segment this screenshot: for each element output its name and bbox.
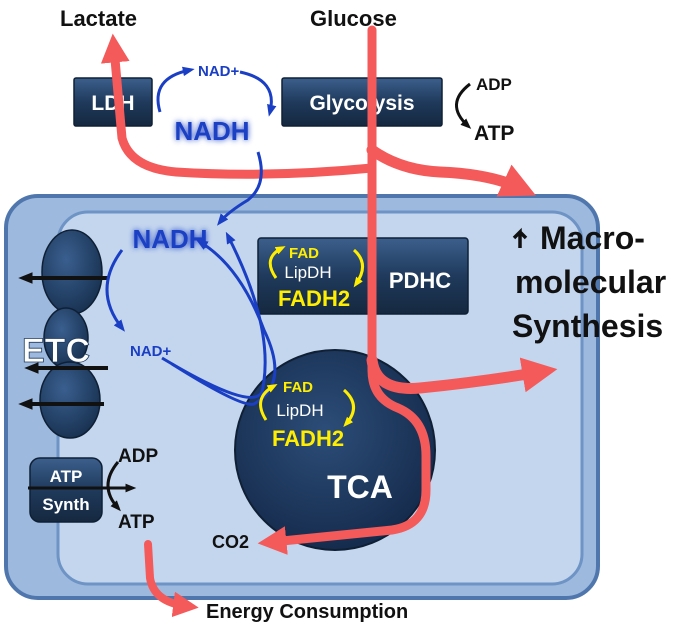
- etc-label: ETC: [22, 332, 90, 370]
- lactate-label: Lactate: [60, 6, 137, 31]
- tca-fad-arrow-right: [342, 388, 355, 428]
- top-adp-atp-arrow: [455, 82, 472, 129]
- atp-bottom-label: ATP: [118, 512, 155, 533]
- etc-complex-3: [39, 361, 101, 439]
- macro-label-line1: Macro-: [540, 220, 645, 256]
- atp-synth-label-line2: Synth: [42, 495, 89, 514]
- cyto-nadh-to-nad-arrow: [156, 66, 195, 113]
- adp-bottom-label: ADP: [118, 446, 158, 467]
- flux-arrows: [100, 25, 558, 618]
- lipdh-tca-label: LipDH: [276, 401, 323, 420]
- ldh-label: LDH: [91, 92, 134, 115]
- fad-pdhc-label: FAD: [289, 245, 319, 262]
- atp-synth-label-line1: ATP: [50, 467, 83, 486]
- etc-complexes: [39, 229, 103, 439]
- tca-fad-arrow-left: [259, 384, 278, 421]
- nadh-mito-label: NADH: [132, 224, 207, 254]
- nad-cycles: [105, 66, 277, 406]
- co2-label: CO2: [212, 532, 249, 552]
- energy-consumption-label: Energy Consumption: [206, 601, 408, 623]
- fad-cycle-tca: FAD LipDH FADH2: [259, 379, 355, 451]
- glycolysis-label: Glycolysis: [309, 92, 414, 115]
- ldh-lactate-flux: [100, 33, 377, 179]
- cyto-nad-to-nadh-arrow: [239, 70, 277, 117]
- fad-tca-label: FAD: [283, 379, 313, 396]
- atp-top-label: ATP: [474, 122, 514, 145]
- tca-nadh-return: [171, 239, 277, 406]
- nad-plus-mito-label: NAD+: [130, 343, 171, 360]
- adp-top-label: ADP: [476, 75, 512, 94]
- glycolysis-box: [281, 77, 443, 127]
- fad-cycle-pdhc: FAD LipDH FADH2: [268, 245, 364, 311]
- atp-synthase-box: [29, 457, 103, 523]
- atp-synth-adp-atp-arrow: [106, 461, 121, 512]
- pdhc-fad-arrow-left: [268, 246, 286, 279]
- atp-energy-flux: [144, 540, 199, 618]
- glycolysis-macro-flux: [366, 144, 536, 197]
- pdhc-fad-arrow-right: [352, 248, 364, 288]
- mito-nadh-to-nad-arrow: [105, 249, 125, 332]
- macro-label-line3: Synthesis: [512, 308, 663, 344]
- glucose-to-co2-flux: [257, 25, 431, 555]
- increase-arrow-icon: [512, 227, 528, 248]
- pdhc-box: [257, 237, 469, 315]
- pdhc-label: PDHC: [389, 268, 451, 293]
- lipdh-pdhc-label: LipDH: [284, 263, 331, 282]
- fadh2-tca-label: FADH2: [272, 426, 344, 451]
- etc-complex-1: [41, 229, 103, 315]
- nadh-top-label: NADH: [174, 116, 249, 146]
- nad-plus-top-label: NAD+: [198, 63, 239, 80]
- glucose-label: Glucose: [310, 6, 397, 31]
- tca-label: TCA: [327, 469, 393, 505]
- tca-macro-flux: [366, 354, 558, 394]
- macro-label-line2: molecular: [515, 264, 666, 300]
- nadh-shuttle-arrow: [217, 151, 263, 226]
- fadh2-pdhc-label: FADH2: [278, 286, 350, 311]
- pdhc-nadh-return: [161, 231, 267, 399]
